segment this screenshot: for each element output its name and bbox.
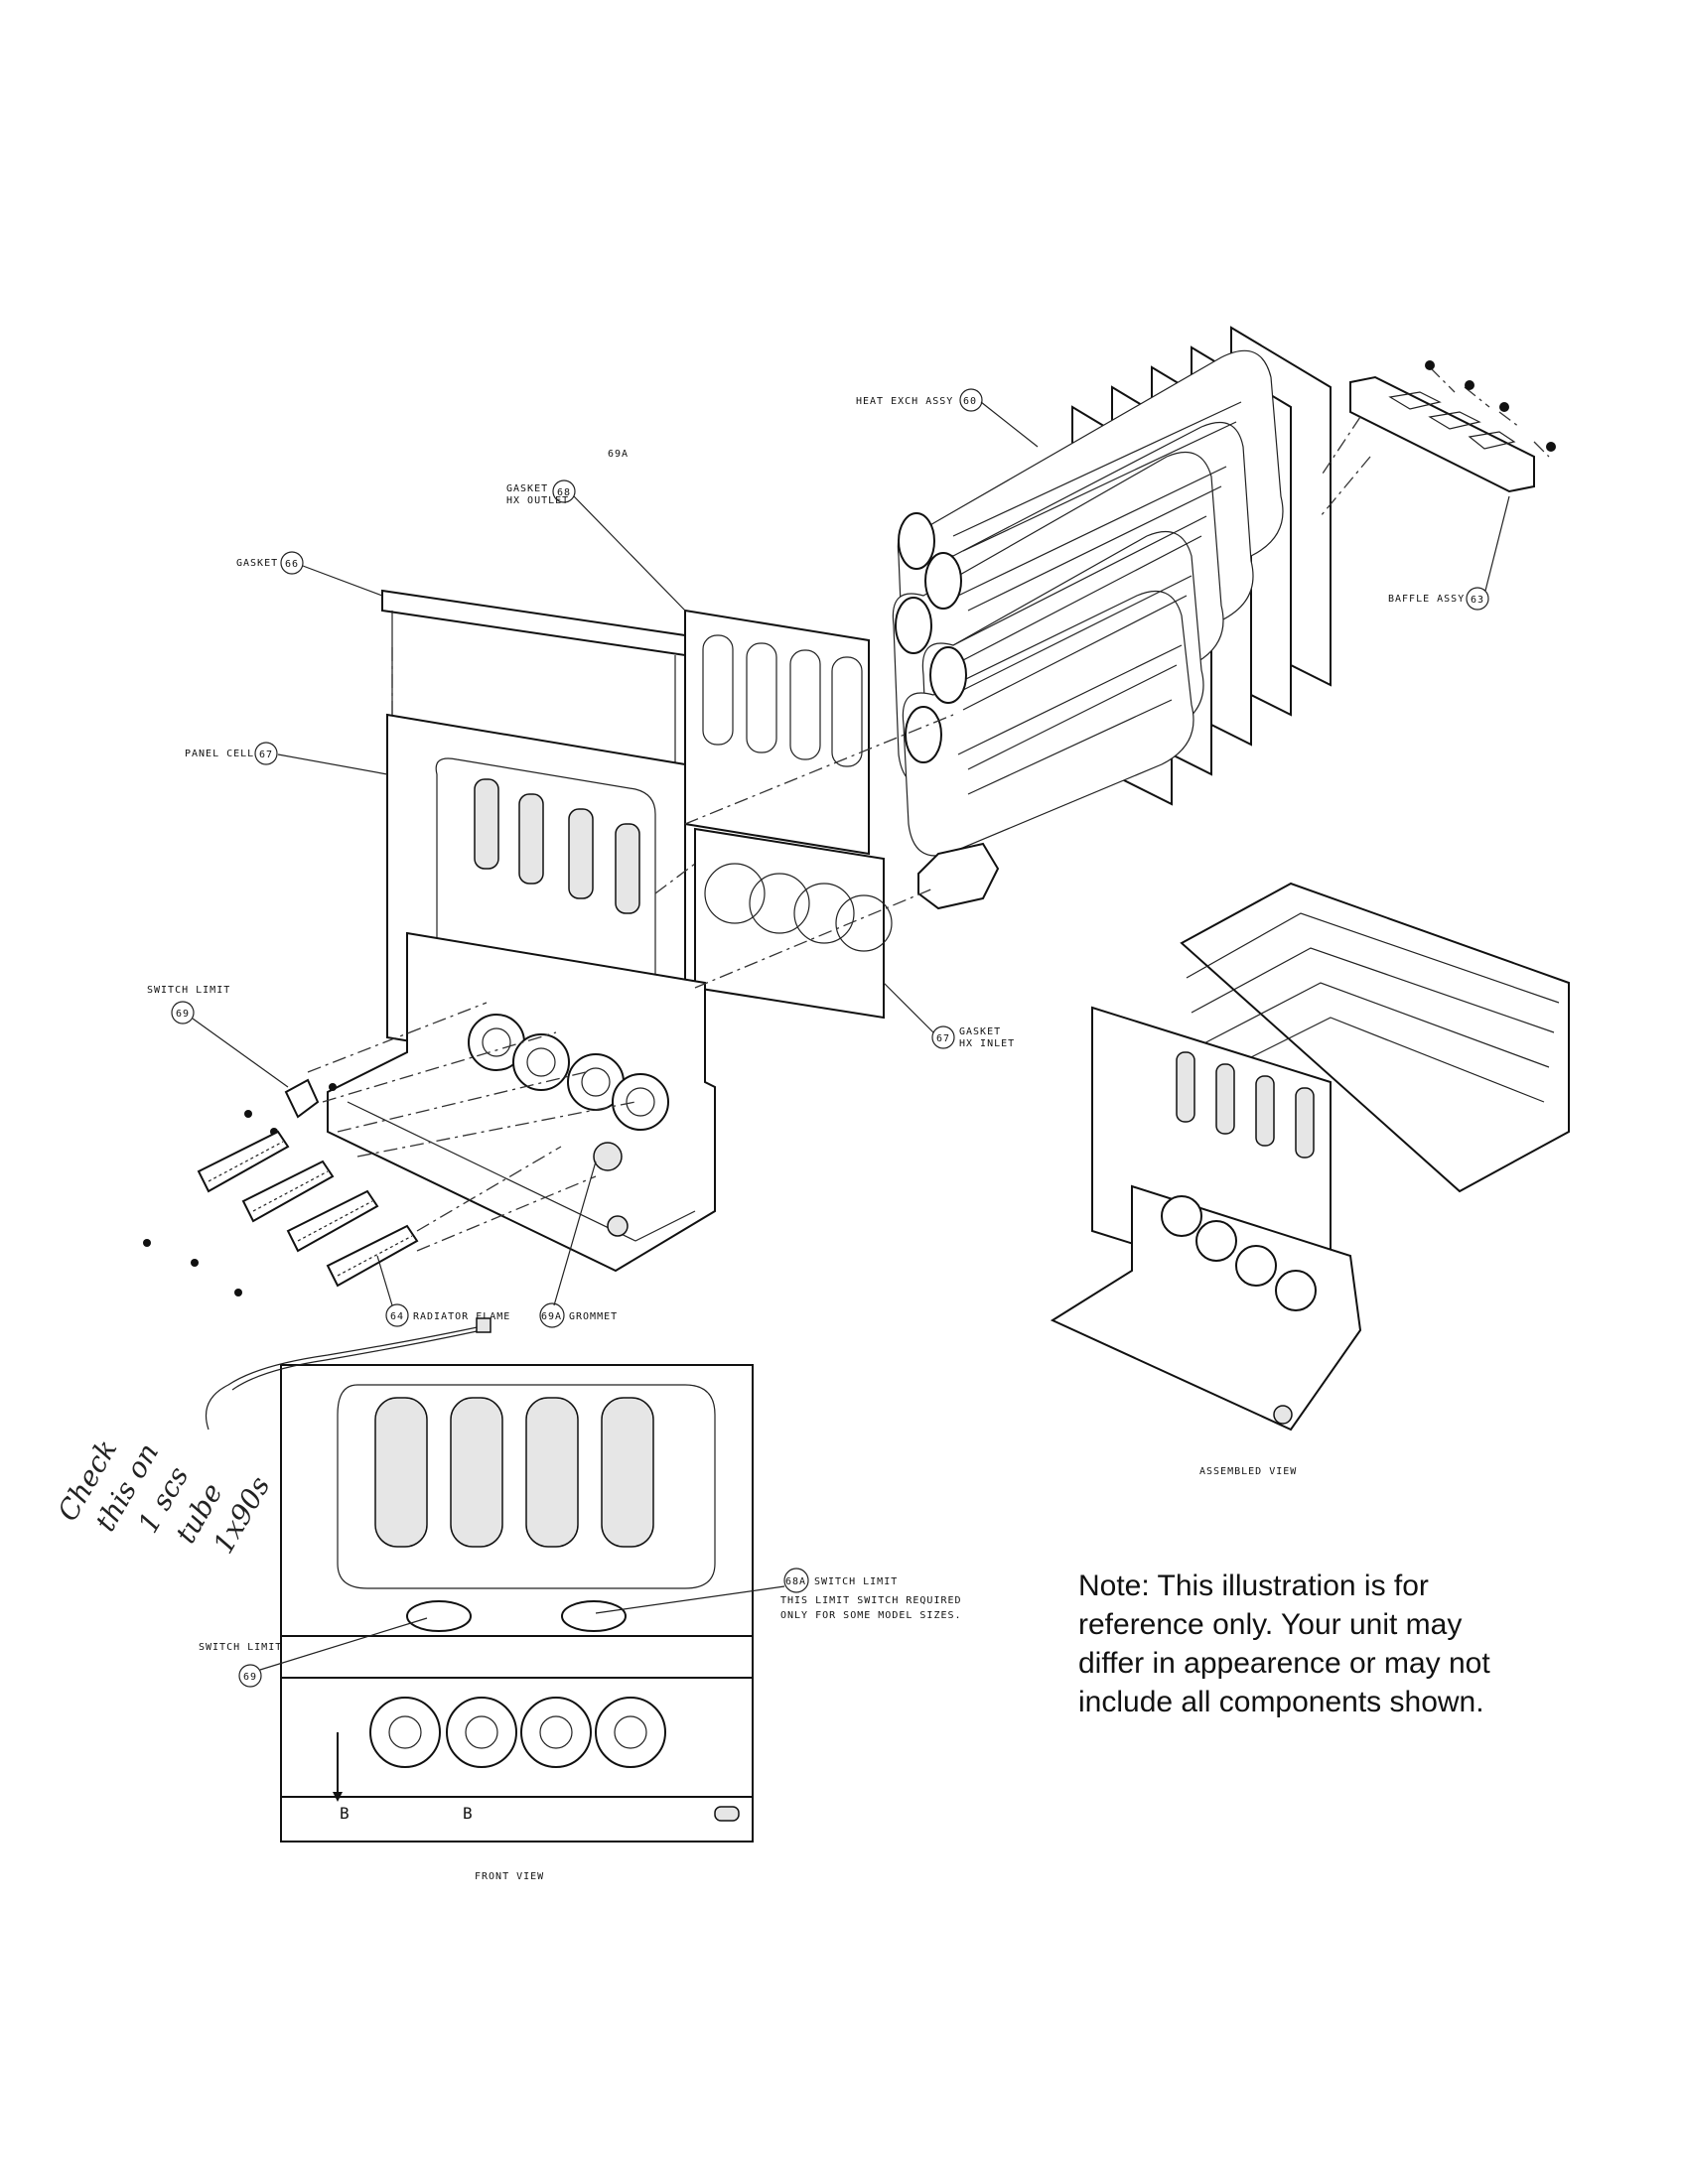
label-gasket-outlet-1: GASKET [506, 483, 548, 494]
gasket-hx-inlet [694, 827, 893, 1020]
label-gasket-outlet-2: HX OUTLET [506, 495, 569, 506]
label-baffle: BAFFLE ASSY [1388, 594, 1465, 605]
label-panel-cell: PANEL CELL [185, 749, 254, 759]
label-gasket-inlet-num: 67 [936, 1033, 950, 1044]
label-radiator: RADIATOR FLAME [413, 1311, 510, 1322]
exploded-view-lines [307, 416, 1371, 1252]
label-heat-exch: HEAT EXCH ASSY [856, 396, 953, 407]
label-gasket-inlet-2: HX INLET [959, 1038, 1015, 1049]
label-switch-limit-front-num: 68A [785, 1576, 806, 1587]
switch-limit-exploded [244, 1078, 337, 1136]
note-line-4: include all components shown. [1078, 1686, 1484, 1718]
hand-line-5: 1x90s [207, 1471, 276, 1560]
note-line-2: reference only. Your unit may [1078, 1608, 1463, 1641]
label-section-b-left: B [340, 1804, 351, 1823]
label-gasket: GASKET [236, 558, 278, 569]
label-69a-top: 69A [608, 449, 629, 460]
note-line-1: Note: This illustration is for [1078, 1570, 1429, 1602]
callouts: HEAT EXCH ASSY 60 69A GASKET HX OUTLET 6… [147, 388, 1510, 1882]
label-gasket-inlet-1: GASKET [959, 1026, 1001, 1037]
heat-exchanger-assembly [892, 326, 1332, 910]
front-view [280, 1364, 754, 1843]
label-limit-note-2: ONLY FOR SOME MODEL SIZES. [780, 1610, 962, 1621]
gasket-hx-outlet [684, 609, 870, 856]
baffle-assembly [1349, 360, 1556, 493]
wire-harness [205, 1317, 491, 1431]
label-switch-limit-front-left: SWITCH LIMIT [199, 1642, 282, 1653]
label-baffle-num: 63 [1471, 595, 1484, 606]
panel-cell [327, 713, 716, 1273]
label-grommet-num: 69A [541, 1311, 562, 1322]
label-front-view: FRONT VIEW [475, 1871, 544, 1882]
label-gasket-outlet-num: 68 [557, 487, 571, 498]
label-switch-limit-front-left-num: 69 [243, 1672, 257, 1683]
label-gasket-num: 66 [285, 559, 299, 570]
label-section-b-right: B [463, 1804, 474, 1823]
label-limit-note-1: THIS LIMIT SWITCH REQUIRED [780, 1595, 962, 1606]
handwritten-note: Check this on 1 scs tube 1x90s [52, 1433, 277, 1560]
reference-note: Note: This illustration is for reference… [1078, 1567, 1545, 1721]
label-heat-exch-num: 60 [963, 396, 977, 407]
gasket-66 [381, 589, 686, 854]
label-panel-cell-num: 67 [259, 750, 273, 760]
assembled-view [1050, 882, 1570, 1432]
label-switch-limit-front: SWITCH LIMIT [814, 1576, 898, 1587]
note-line-3: differ in appearence or may not [1078, 1647, 1490, 1680]
radiator-flame [143, 1130, 419, 1297]
label-switch-limit-left: SWITCH LIMIT [147, 985, 230, 996]
label-radiator-num: 64 [390, 1311, 404, 1322]
label-grommet: GROMMET [569, 1311, 618, 1322]
label-assembled-view: ASSEMBLED VIEW [1199, 1466, 1297, 1477]
label-switch-limit-left-num: 69 [176, 1009, 190, 1020]
